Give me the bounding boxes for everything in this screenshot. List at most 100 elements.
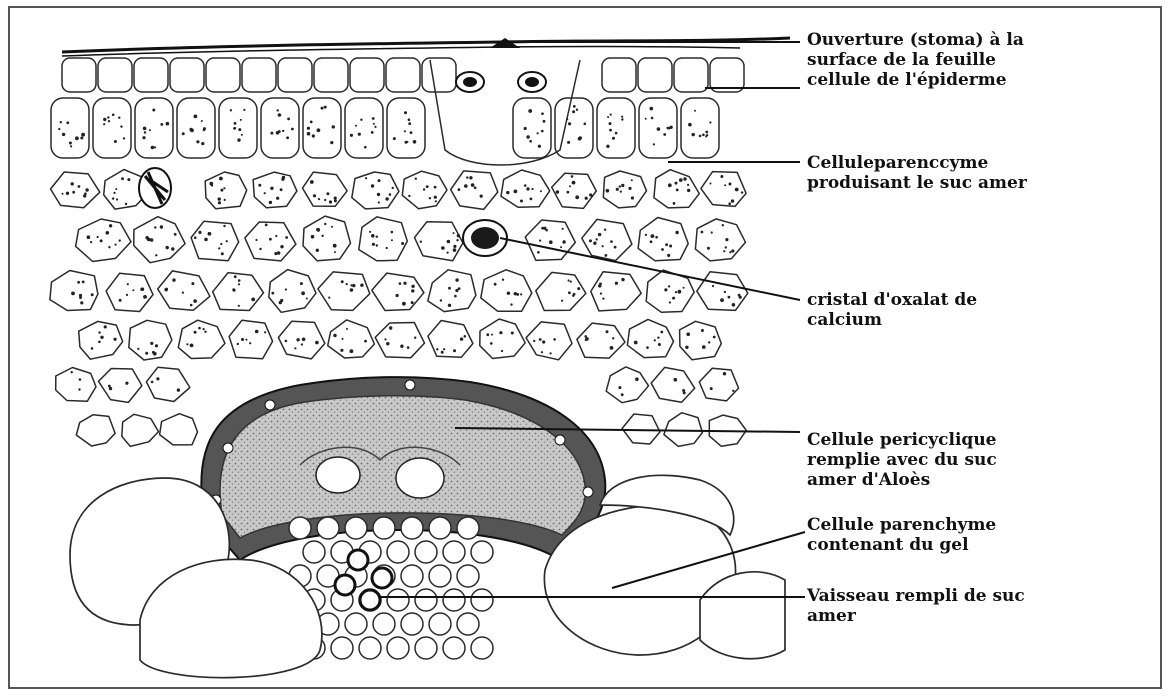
cell-granule [561, 300, 563, 302]
cell-granule [334, 197, 337, 200]
cell-granule [104, 325, 107, 328]
cell-granule [645, 234, 647, 236]
cell-granule [614, 246, 617, 249]
cell-granule [80, 301, 83, 304]
cell-granule [251, 298, 255, 302]
xylem-cell [303, 541, 325, 563]
xylem-cell [401, 517, 423, 539]
cell-granule [621, 393, 624, 396]
cell-granule [156, 377, 159, 380]
xylem-cell [471, 589, 493, 611]
parenchyma-cell [76, 415, 115, 446]
cell-granule [728, 296, 731, 299]
cell-granule [568, 291, 571, 294]
cell-granule [100, 336, 103, 339]
cell-granule [60, 121, 62, 123]
xylem-cell [373, 613, 395, 635]
cell-granule [204, 238, 208, 242]
cell-granule [634, 341, 638, 345]
xylem-cell [443, 589, 465, 611]
cell-granule [701, 231, 704, 234]
cell-granule [277, 251, 281, 255]
cell-granule [203, 127, 206, 130]
xylem-cell [401, 565, 423, 587]
cell-granule [238, 128, 241, 131]
cell-granule [281, 178, 284, 181]
cell-granule [326, 192, 329, 195]
parenchyma-cell [134, 217, 185, 263]
cell-granule [423, 188, 425, 190]
cell-granule [69, 142, 72, 145]
cell-granule [572, 181, 576, 185]
cell-granule [109, 224, 112, 227]
cell-granule [275, 235, 277, 237]
cell-granule [399, 282, 402, 285]
cell-granule [278, 130, 281, 133]
cell-granule [732, 390, 734, 392]
cell-granule [218, 197, 221, 200]
cell-granule [269, 201, 272, 204]
parenchyma-cell [372, 273, 424, 310]
cell-granule [177, 388, 180, 391]
cell-granule [358, 133, 361, 136]
cell-granule [265, 224, 268, 227]
cell-granule [317, 228, 321, 232]
cell-granule [731, 199, 734, 202]
cell-granule [550, 352, 552, 354]
cell-granule [615, 132, 618, 135]
parenchyma-cell [577, 323, 625, 358]
cell-granule [66, 192, 69, 195]
parenchyma-cell [526, 322, 572, 360]
cell-granule [182, 132, 185, 135]
cell-granule [541, 130, 544, 133]
cell-granule [474, 186, 477, 189]
xylem-cell [415, 541, 437, 563]
cell-granule [151, 381, 154, 384]
cell-granule [190, 344, 194, 348]
epidermis-cell [422, 58, 456, 92]
xylem-cell [345, 613, 367, 635]
epidermis-cell [602, 58, 636, 92]
cell-granule [651, 117, 654, 120]
parenchyma-cell [213, 273, 264, 311]
xylem-cell [457, 517, 479, 539]
cell-granule [541, 351, 543, 353]
cell-granule [221, 252, 224, 255]
parenchyma-cell [359, 217, 408, 261]
epidermis-cell [98, 58, 132, 92]
epidermis-cell [134, 58, 168, 92]
cell-granule [567, 141, 570, 144]
cell-granule [352, 284, 355, 287]
cell-granule [709, 121, 711, 123]
cell-granule [466, 176, 468, 178]
cell-granule [145, 236, 148, 239]
cell-granule [667, 254, 670, 257]
cell-granule [657, 337, 659, 339]
cell-granule [520, 293, 522, 295]
cell-granule [645, 118, 647, 120]
parenchyma-cell [303, 172, 348, 206]
cell-granule [90, 241, 92, 243]
cell-granule [270, 187, 273, 190]
xylem-cell [429, 565, 451, 587]
cell-granule [610, 346, 614, 350]
cell-granule [249, 342, 251, 344]
cell-granule [664, 288, 667, 291]
cell-granule [469, 176, 472, 179]
cell-granule [635, 377, 639, 381]
cell-granule [321, 107, 324, 110]
palisade-cell [51, 98, 89, 158]
cell-granule [75, 136, 79, 140]
cell-granule [328, 297, 330, 299]
cell-granule [560, 246, 562, 248]
cell-granule [722, 224, 724, 226]
cell-granule [278, 113, 282, 117]
cell-granule [123, 137, 125, 139]
cell-granule [575, 195, 579, 199]
cell-granule [682, 389, 685, 392]
cell-granule [166, 122, 170, 126]
cell-granule [334, 199, 337, 202]
cell-granule [285, 340, 288, 343]
cell-granule [663, 133, 666, 136]
cell-granule [526, 135, 529, 138]
